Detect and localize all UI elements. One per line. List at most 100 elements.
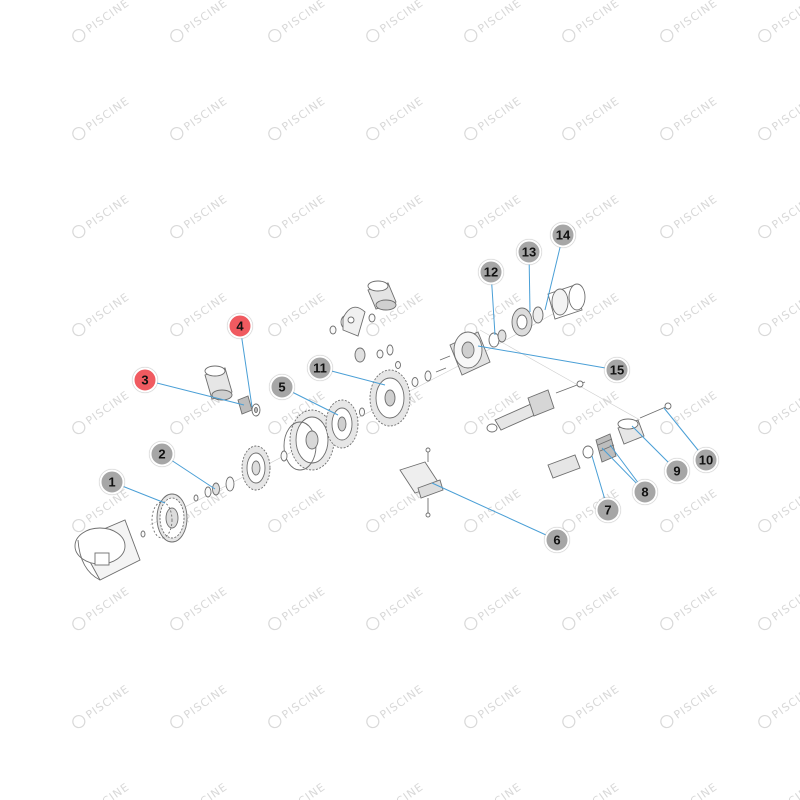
watermark-text: PISCINE: [182, 94, 230, 133]
callout-6[interactable]: 6: [544, 527, 570, 553]
watermark-mark: PISCINE: [574, 780, 622, 800]
watermark-text: PISCINE: [84, 192, 132, 231]
pin-part-10: [639, 402, 672, 419]
watermark-logo-icon: [464, 518, 478, 533]
watermark-logo-icon: [170, 126, 184, 141]
watermark-text: PISCINE: [574, 388, 622, 427]
watermark-text: PISCINE: [574, 780, 622, 800]
callout-13[interactable]: 13: [516, 239, 542, 265]
watermark-text: PISCINE: [672, 486, 720, 525]
watermark-mark: PISCINE: [476, 780, 524, 800]
watermark-logo-icon: [660, 616, 674, 631]
washer-part-4: [251, 403, 261, 417]
watermark-logo-icon: [464, 126, 478, 141]
watermark-logo-icon: [268, 616, 282, 631]
leader-line-4: [239, 325, 253, 408]
callout-3[interactable]: 3: [132, 367, 158, 393]
callout-label: 9: [673, 464, 680, 479]
callout-label: 12: [484, 265, 498, 280]
watermark-text: PISCINE: [770, 780, 800, 800]
watermark-text: PISCINE: [378, 780, 426, 800]
watermark-text: PISCINE: [84, 584, 132, 623]
watermark-mark: PISCINE: [268, 290, 328, 337]
watermark-text: PISCINE: [476, 780, 524, 800]
watermark-logo-icon: [72, 126, 86, 141]
watermark-mark: PISCINE: [770, 780, 800, 800]
watermark-logo-icon: [170, 714, 184, 729]
callout-7[interactable]: 7: [595, 497, 621, 523]
callout-4[interactable]: 4: [227, 313, 253, 339]
watermark-logo-icon: [72, 224, 86, 239]
callout-9[interactable]: 9: [664, 458, 690, 484]
callout-1[interactable]: 1: [99, 469, 125, 495]
callout-label: 15: [610, 363, 624, 378]
watermark-text: PISCINE: [378, 584, 426, 623]
watermark-text: PISCINE: [280, 192, 328, 231]
watermark-text: PISCINE: [182, 0, 230, 36]
watermark-text: PISCINE: [84, 780, 132, 800]
watermark-mark: PISCINE: [758, 0, 800, 43]
watermark-mark: PISCINE: [268, 584, 328, 631]
callout-bubble: [307, 355, 333, 381]
callout-bubble: [544, 527, 570, 553]
watermark-text: PISCINE: [378, 192, 426, 231]
watermark-mark: PISCINE: [170, 0, 230, 43]
callout-label: 13: [522, 245, 536, 260]
callout-11[interactable]: 11: [307, 355, 333, 381]
watermark-mark: PISCINE: [378, 780, 426, 800]
watermark-logo-icon: [72, 714, 86, 729]
callout-bubble: [478, 259, 504, 285]
watermark-mark: PISCINE: [170, 584, 230, 631]
callout-5[interactable]: 5: [269, 374, 295, 400]
watermark-text: PISCINE: [84, 0, 132, 36]
watermark-logo-icon: [660, 28, 674, 43]
watermark-mark: PISCINE: [660, 0, 720, 43]
watermark-mark: PISCINE: [366, 192, 426, 239]
watermark-text: PISCINE: [770, 388, 800, 427]
watermark-mark: PISCINE: [660, 584, 720, 631]
watermark-mark: PISCINE: [366, 584, 426, 631]
watermark-text: PISCINE: [770, 682, 800, 721]
callout-8[interactable]: 8: [632, 479, 658, 505]
parts-layer: [74, 280, 672, 581]
watermark-logo-icon: [562, 616, 576, 631]
watermark-mark: PISCINE: [170, 94, 230, 141]
watermark-text: PISCINE: [672, 682, 720, 721]
callout-label: 4: [236, 319, 244, 334]
watermark-text: PISCINE: [672, 94, 720, 133]
watermark-logo-icon: [660, 322, 674, 337]
callout-label: 1: [108, 475, 115, 490]
watermark-mark: PISCINE: [672, 780, 720, 800]
watermark-text: PISCINE: [770, 192, 800, 231]
watermark-text: PISCINE: [770, 0, 800, 36]
watermark-logo-icon: [72, 322, 86, 337]
watermark-mark: PISCINE: [182, 780, 230, 800]
callout-label: 3: [141, 373, 148, 388]
watermark-mark: PISCINE: [660, 486, 720, 533]
watermark-mark: PISCINE: [268, 682, 328, 729]
callout-10[interactable]: 10: [693, 447, 719, 473]
callout-bubble: [516, 239, 542, 265]
callout-15[interactable]: 15: [604, 357, 630, 383]
drive-housing-part: [74, 519, 141, 581]
watermark-logo-icon: [758, 224, 772, 239]
watermark-text: PISCINE: [182, 584, 230, 623]
watermark-logo-icon: [366, 224, 380, 239]
watermark-mark: PISCINE: [758, 682, 800, 729]
callout-bubble: [99, 469, 125, 495]
watermark-logo-icon: [366, 714, 380, 729]
watermark-text: PISCINE: [280, 584, 328, 623]
watermark-mark: PISCINE: [268, 0, 328, 43]
watermark-logo-icon: [464, 28, 478, 43]
watermark-text: PISCINE: [378, 94, 426, 133]
watermark-logo-icon: [758, 420, 772, 435]
watermark-layer: PISCINE PISCINE PISCINE PISCINE PISCINE PISCI…: [72, 0, 800, 800]
callout-14[interactable]: 14: [550, 222, 576, 248]
callout-2[interactable]: 2: [149, 441, 175, 467]
watermark-mark: PISCINE: [72, 0, 132, 43]
callout-12[interactable]: 12: [478, 259, 504, 285]
watermark-text: PISCINE: [574, 682, 622, 721]
mounting-plate-part-6: [399, 447, 444, 518]
watermark-logo-icon: [660, 714, 674, 729]
watermark-logo-icon: [268, 224, 282, 239]
